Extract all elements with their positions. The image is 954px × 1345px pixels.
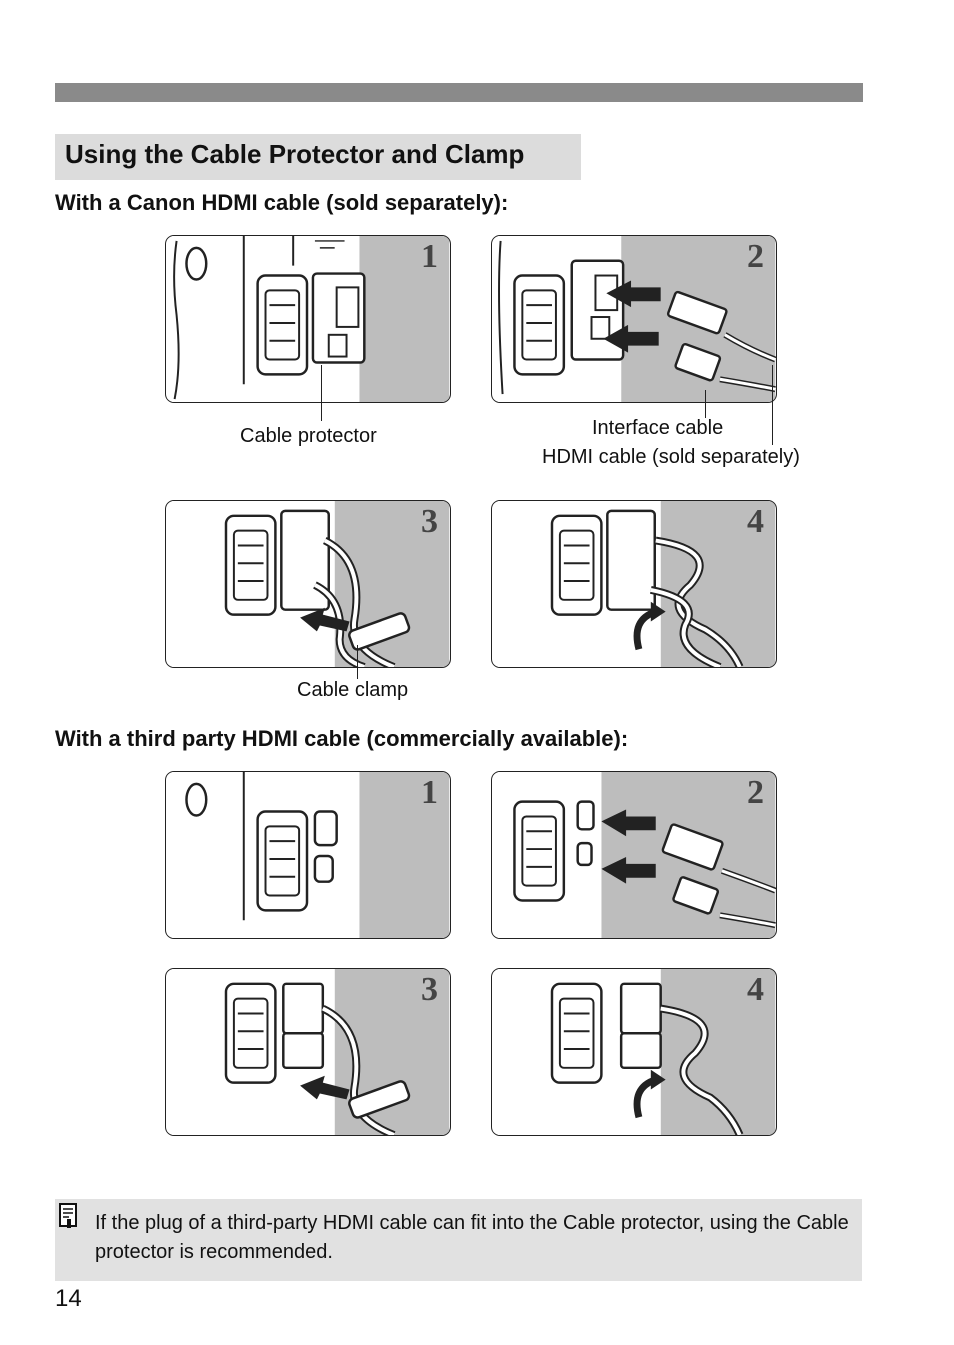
subheading-third-party-cable: With a third party HDMI cable (commercia… bbox=[55, 726, 629, 751]
memo-icon bbox=[59, 1203, 77, 1228]
illustration-third-party-step-1: 1 bbox=[165, 771, 451, 939]
leader-line bbox=[705, 390, 706, 418]
leader-line bbox=[357, 645, 358, 679]
illustration-third-party-step-3: 3 bbox=[165, 968, 451, 1136]
leader-line bbox=[772, 365, 773, 445]
step-number: 1 bbox=[421, 774, 438, 811]
caption-interface-cable: Interface cable bbox=[592, 417, 724, 439]
caption-cable-clamp: Cable clamp bbox=[297, 679, 409, 701]
illustration-canon-step-3: 3 bbox=[165, 500, 451, 668]
illustration-canon-step-2: 2 bbox=[491, 235, 777, 403]
illustration-canon-step-1: 1 bbox=[165, 235, 451, 403]
illustration-canon-step-4: 4 bbox=[491, 500, 777, 668]
illustration-third-party-step-4: 4 bbox=[491, 968, 777, 1136]
step-number: 1 bbox=[421, 238, 438, 275]
step-number: 4 bbox=[747, 971, 764, 1008]
page-number: 14 bbox=[55, 1285, 82, 1312]
header-bar bbox=[55, 83, 863, 102]
step-number: 3 bbox=[421, 503, 438, 540]
illustration-third-party-step-2: 2 bbox=[491, 771, 777, 939]
caption-hdmi-cable: HDMI cable (sold separately) bbox=[542, 446, 800, 468]
subheading-canon-cable: With a Canon HDMI cable (sold separately… bbox=[55, 190, 509, 215]
step-number: 2 bbox=[747, 238, 764, 275]
leader-line bbox=[321, 365, 322, 421]
note-text: If the plug of a third-party HDMI cable … bbox=[95, 1212, 849, 1263]
step-number: 4 bbox=[747, 503, 764, 540]
section-title: Using the Cable Protector and Clamp bbox=[55, 134, 581, 180]
note-box: If the plug of a third-party HDMI cable … bbox=[55, 1199, 862, 1281]
caption-cable-protector: Cable protector bbox=[240, 425, 377, 447]
step-number: 2 bbox=[747, 774, 764, 811]
step-number: 3 bbox=[421, 971, 438, 1008]
